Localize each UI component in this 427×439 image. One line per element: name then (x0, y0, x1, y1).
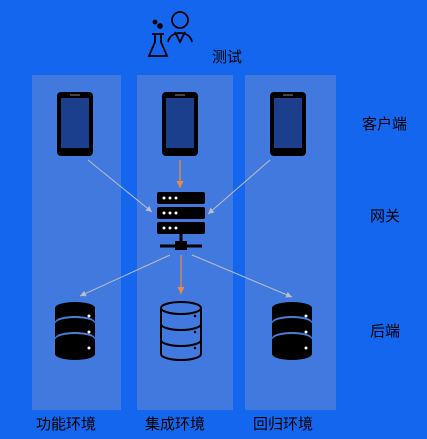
environment-label-regression: 回归环境 (253, 415, 314, 433)
phone-icon-integration (162, 92, 198, 156)
server-icon (157, 192, 205, 250)
database-icon-regression (272, 302, 312, 360)
row-label-gateway: 网关 (370, 207, 401, 225)
row-label-backend: 后端 (370, 322, 401, 340)
database-icon-functional (55, 302, 95, 360)
arrow-regression-to-gateway (207, 159, 271, 215)
arrow-gateway-to-regression-db (191, 254, 293, 298)
row-label-client: 客户端 (362, 115, 408, 133)
arrow-functional-to-gateway (87, 159, 153, 213)
environment-label-integration: 集成环境 (145, 415, 206, 433)
scientist-icon (147, 11, 193, 57)
arrow-gateway-to-functional-db (79, 254, 171, 297)
tester-label: 测试 (212, 48, 243, 66)
phone-icon-regression (270, 92, 306, 156)
database-icon-integration (160, 301, 202, 361)
environment-label-functional: 功能环境 (36, 415, 97, 433)
phone-icon-functional (57, 92, 93, 156)
